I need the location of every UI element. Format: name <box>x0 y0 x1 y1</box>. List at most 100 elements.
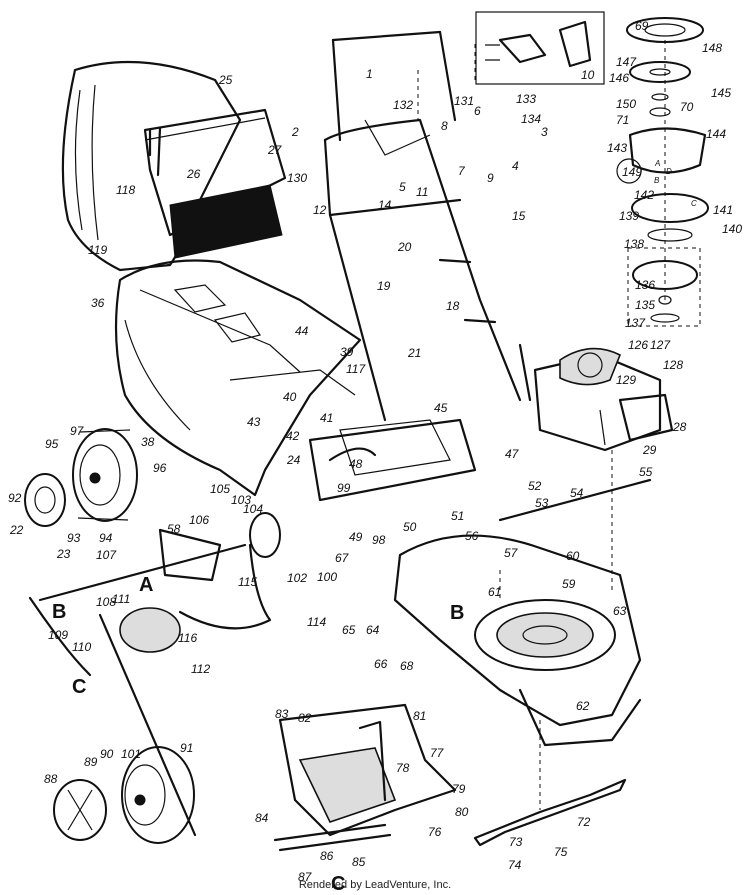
callout-103: 103 <box>231 493 252 507</box>
callout-118: 118 <box>116 183 136 197</box>
callout-15: 15 <box>512 209 526 223</box>
callout-86: 86 <box>320 849 334 863</box>
callout-61: 61 <box>488 585 502 599</box>
callout-74: 74 <box>508 858 522 872</box>
callout-115: 115 <box>238 575 258 589</box>
callout-104: 104 <box>243 502 264 516</box>
callout-78: 78 <box>396 761 410 775</box>
callout-25: 25 <box>219 73 233 87</box>
callout-64: 64 <box>366 623 380 637</box>
callout-21: 21 <box>408 346 422 360</box>
callout-50: 50 <box>403 520 417 534</box>
callout-94: 94 <box>99 531 113 545</box>
callout-144: 144 <box>706 127 727 141</box>
callout-93: 93 <box>67 531 81 545</box>
front-wheel <box>53 746 195 844</box>
render-credit: Rendered by LeadVenture, Inc. <box>298 879 452 891</box>
callout-36: 36 <box>91 296 105 310</box>
callout-97: 97 <box>70 424 84 438</box>
reference-letter-C-1: C <box>331 873 346 895</box>
callout-20: 20 <box>398 240 412 254</box>
callout-22: 22 <box>10 523 24 537</box>
callout-106: 106 <box>189 513 210 527</box>
reference-letter-C-0: C <box>72 676 87 698</box>
callout-56: 56 <box>465 529 479 543</box>
callout-138: 138 <box>624 237 645 251</box>
callout-70: 70 <box>680 100 694 114</box>
callout-85: 85 <box>352 855 366 869</box>
callout-145: 145 <box>711 86 732 100</box>
callout-40: 40 <box>283 390 297 404</box>
reference-letter-A-0: A <box>139 574 154 596</box>
callout-127: 127 <box>650 338 671 352</box>
callout-133: 133 <box>516 92 537 106</box>
blade <box>473 778 627 847</box>
callout-5: 5 <box>399 180 406 194</box>
reference-letter-B-1: B <box>450 602 465 624</box>
control-cables <box>28 447 377 837</box>
callout-77: 77 <box>430 746 444 760</box>
callout-130: 130 <box>287 171 308 185</box>
callout-59: 59 <box>562 577 576 591</box>
callout-102: 102 <box>287 571 308 585</box>
callout-147: 147 <box>616 55 637 69</box>
callout-72: 72 <box>577 815 591 829</box>
bag-frame <box>143 108 287 259</box>
callout-83: 83 <box>275 707 289 721</box>
callout-110: 110 <box>72 640 92 654</box>
callout-28: 28 <box>673 420 687 434</box>
callout-73: 73 <box>509 835 523 849</box>
callout-23: 23 <box>57 547 71 561</box>
callout-111: 111 <box>112 592 131 606</box>
callout-84: 84 <box>255 811 269 825</box>
callout-41: 41 <box>320 411 334 425</box>
callout-6: 6 <box>474 104 481 118</box>
callout-95: 95 <box>45 437 59 451</box>
callout-8: 8 <box>441 119 448 133</box>
callout-143: 143 <box>607 141 628 155</box>
callout-134: 134 <box>521 112 542 126</box>
callout-10: 10 <box>581 68 595 82</box>
callout-45: 45 <box>434 401 448 415</box>
callout-75: 75 <box>554 845 568 859</box>
callout-66: 66 <box>374 657 388 671</box>
engine <box>533 347 674 452</box>
callout-105: 105 <box>210 482 231 496</box>
rear-deck <box>114 259 362 497</box>
callout-19: 19 <box>377 279 391 293</box>
callout-14: 14 <box>378 198 392 212</box>
callout-119: 119 <box>88 243 108 257</box>
callout-139: 139 <box>619 209 640 223</box>
callout-126: 126 <box>628 338 649 352</box>
callout-128: 128 <box>663 358 684 372</box>
callout-140: 140 <box>722 222 743 236</box>
callout-43: 43 <box>247 415 261 429</box>
callout-149: 149 <box>622 165 643 179</box>
discharge-chute <box>273 703 457 852</box>
callout-2: 2 <box>292 125 299 139</box>
rear-axle <box>38 512 281 653</box>
callout-60: 60 <box>566 549 580 563</box>
callout-49: 49 <box>349 530 363 544</box>
callout-150: 150 <box>616 97 637 111</box>
callout-82: 82 <box>298 711 312 725</box>
callout-54: 54 <box>570 486 584 500</box>
callout-107: 107 <box>96 548 117 562</box>
pulley-stack <box>626 17 709 327</box>
mower-deck <box>308 418 642 747</box>
callout-80: 80 <box>455 805 469 819</box>
callout-117: 117 <box>346 362 366 376</box>
callout-7: 7 <box>458 164 465 178</box>
callout-91: 91 <box>180 741 194 755</box>
handle-assembly <box>323 30 532 422</box>
leader-lines <box>417 40 613 810</box>
callout-67: 67 <box>335 551 349 565</box>
callout-4: 4 <box>512 159 519 173</box>
callout-101: 101 <box>121 747 142 761</box>
callout-112: 112 <box>191 662 211 676</box>
grass-bag <box>61 60 242 272</box>
callout-132: 132 <box>393 98 414 112</box>
detail-letter-C: C <box>691 199 697 208</box>
callout-27: 27 <box>268 143 282 157</box>
callout-44: 44 <box>295 324 309 338</box>
